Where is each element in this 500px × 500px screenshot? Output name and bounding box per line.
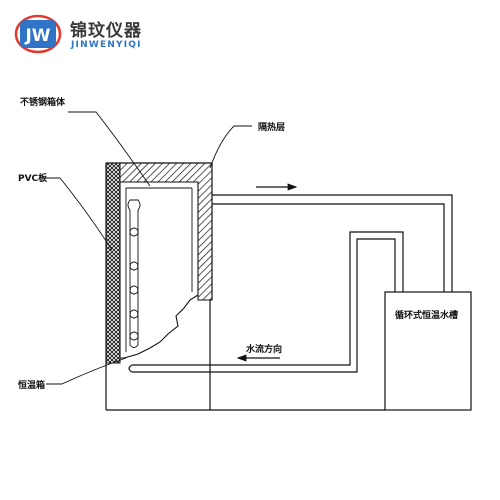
label-stainless-box: 不锈钢箱体: [20, 96, 66, 108]
logo-monogram: JW: [24, 26, 50, 46]
label-pvc-board: PVC板: [18, 172, 48, 184]
label-flow-direction: 水流方向: [246, 343, 282, 355]
leader-insulation: [209, 125, 252, 169]
leader-pvc-board: [44, 177, 113, 251]
water-pipes: [128, 194, 453, 373]
brand-logo: JW 锦玟仪器 JINWENYIQI: [14, 10, 164, 60]
flow-arrows: [236, 183, 298, 362]
label-insulation: 隔热层: [258, 121, 285, 133]
brand-name-cn: 锦玟仪器: [70, 21, 142, 41]
jw-logo-icon: JW: [14, 14, 62, 54]
label-circulating-bath: 循环式恒温水槽: [395, 309, 458, 321]
pvc-board: [105, 162, 121, 364]
stainless-steel-box: [119, 181, 199, 359]
leader-lines: [44, 111, 252, 385]
leader-thermostat-box: [46, 357, 127, 385]
leader-stainless-box: [68, 111, 151, 187]
thermostat-box: [105, 162, 385, 411]
circulating-water-bath: [384, 291, 472, 411]
brand-name-en: JINWENYIQI: [71, 40, 142, 50]
label-thermostat-box: 恒温箱: [18, 379, 45, 391]
